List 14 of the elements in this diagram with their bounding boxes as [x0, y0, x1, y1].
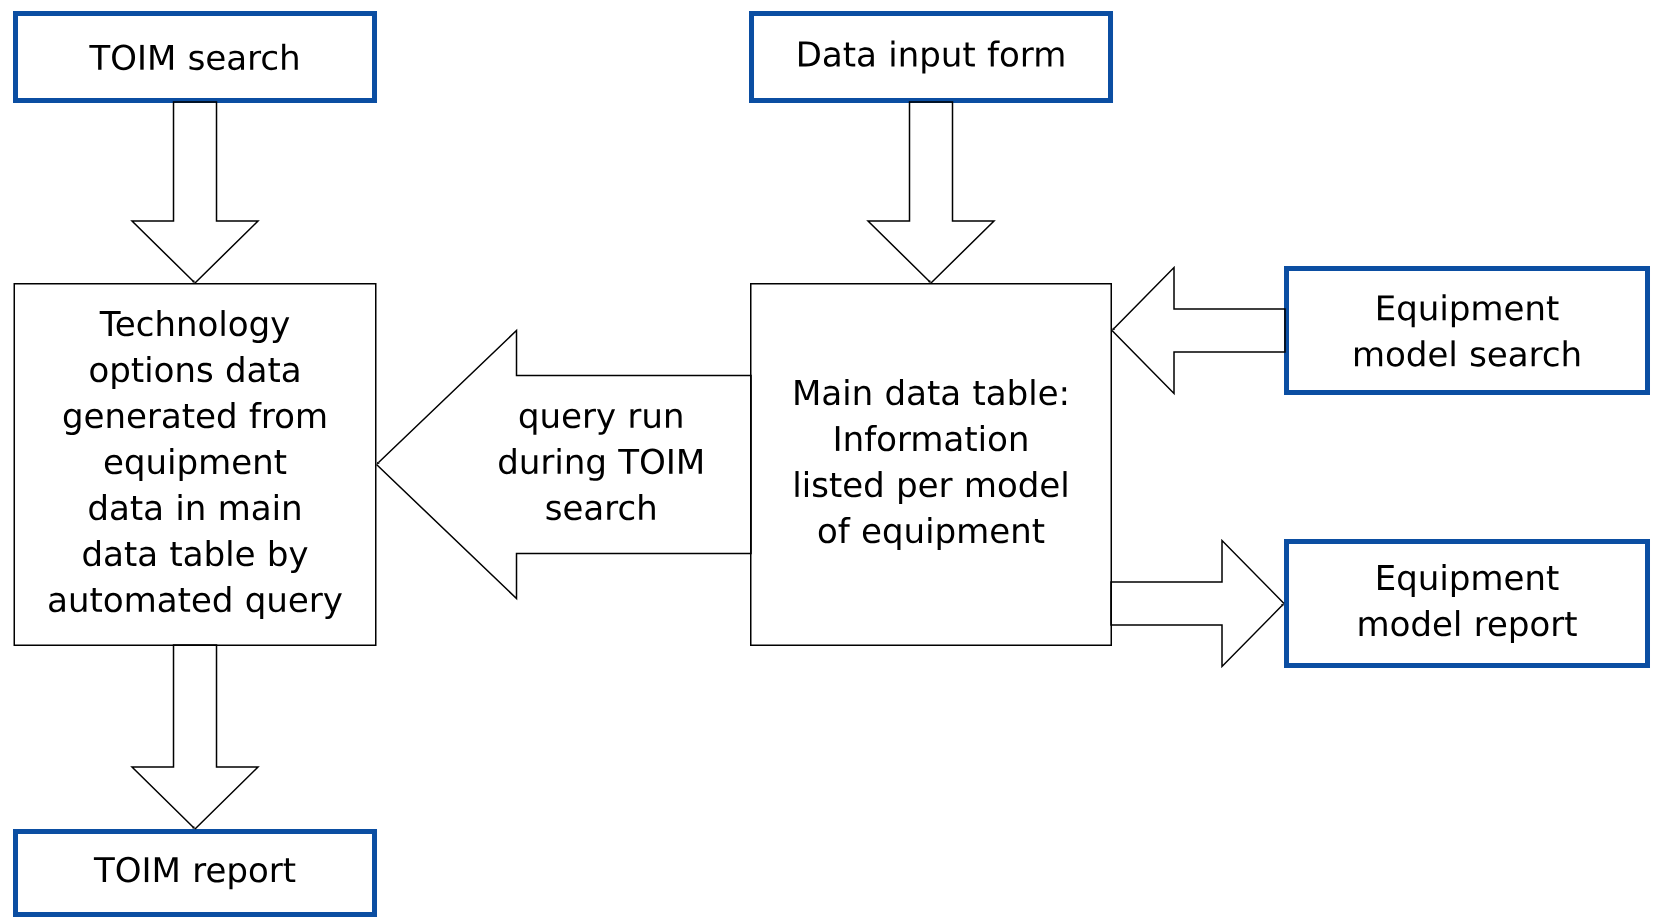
process-box: Main data table: Information listed per model of equipment — [750, 283, 1112, 646]
block-arrow — [1110, 538, 1285, 669]
process-box: Technology options data generated from equipment data in main data table by automated query — [13, 283, 377, 646]
edge-label: query run during TOIM search — [474, 406, 729, 523]
block-arrow — [130, 101, 260, 284]
block-arrow — [866, 101, 996, 284]
process-box: Equipment model search — [1284, 266, 1650, 395]
block-arrow — [375, 328, 752, 601]
process-box: Data input form — [749, 11, 1113, 103]
process-box: TOIM report — [13, 829, 377, 917]
block-arrow — [130, 644, 260, 830]
process-box: TOIM search — [13, 11, 377, 103]
block-arrow — [1111, 265, 1286, 396]
process-box: Equipment model report — [1284, 539, 1650, 668]
